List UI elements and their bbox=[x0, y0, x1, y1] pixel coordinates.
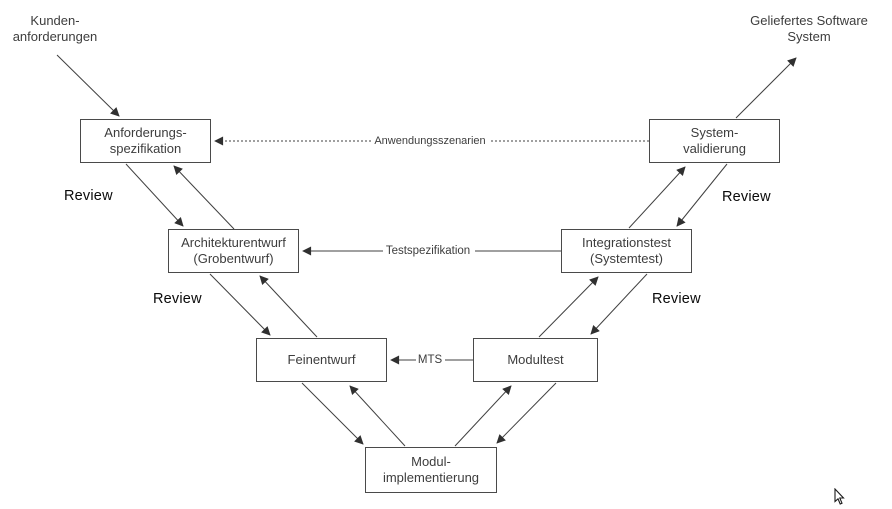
arrow-module-implementation-to-detailed-design-review bbox=[349, 385, 406, 447]
box-detailed-design: Feinentwurf bbox=[256, 338, 387, 382]
arrow-customer-requirements-to-requirements-spec bbox=[56, 54, 120, 117]
box-integration-test: Integrationstest (Systemtest) bbox=[561, 229, 692, 273]
mouse-cursor-icon bbox=[834, 488, 845, 505]
testspezifikation-label: Testspezifikation bbox=[385, 245, 471, 257]
arrow-detailed-design-to-module-implementation bbox=[301, 382, 364, 445]
arrow-module-implementation-to-module-test bbox=[454, 385, 512, 447]
delivered-system-label: Geliefertes Software System bbox=[750, 13, 868, 45]
arrow-detailed-design-to-architecture-design-review bbox=[259, 275, 318, 338]
review-label-right-bottom: Review bbox=[652, 291, 701, 307]
review-label-right-top: Review bbox=[722, 189, 771, 205]
arrow-integration-test-to-module-test bbox=[590, 273, 648, 335]
arrow-system-validation-to-integration-test bbox=[676, 163, 728, 227]
arrow-architecture-design-to-detailed-design bbox=[209, 273, 271, 336]
anwendungsszenarien-label: Anwendungsszenarien bbox=[374, 135, 486, 147]
arrow-system-validation-to-delivered-system bbox=[735, 57, 797, 119]
box-module-test: Modultest bbox=[473, 338, 598, 382]
box-architecture-design: Architekturentwurf (Grobentwurf) bbox=[168, 229, 299, 273]
mts-label: MTS bbox=[417, 354, 443, 366]
arrow-integration-test-to-system-validation bbox=[628, 166, 686, 229]
arrow-module-test-to-module-implementation bbox=[496, 382, 557, 444]
box-module-implementation: Modul- implementierung bbox=[365, 447, 497, 493]
box-system-validation: System- validierung bbox=[649, 119, 780, 163]
arrow-requirements-spec-to-architecture-design bbox=[125, 163, 184, 227]
arrow-module-test-to-integration-test bbox=[538, 276, 599, 338]
review-label-left-top: Review bbox=[64, 188, 113, 204]
arrow-architecture-design-to-requirements-spec-review bbox=[173, 165, 235, 230]
customer-requirements-label: Kunden- anforderungen bbox=[12, 13, 98, 45]
review-label-left-bottom: Review bbox=[153, 291, 202, 307]
box-requirements-spec: Anforderungs- spezifikation bbox=[80, 119, 211, 163]
